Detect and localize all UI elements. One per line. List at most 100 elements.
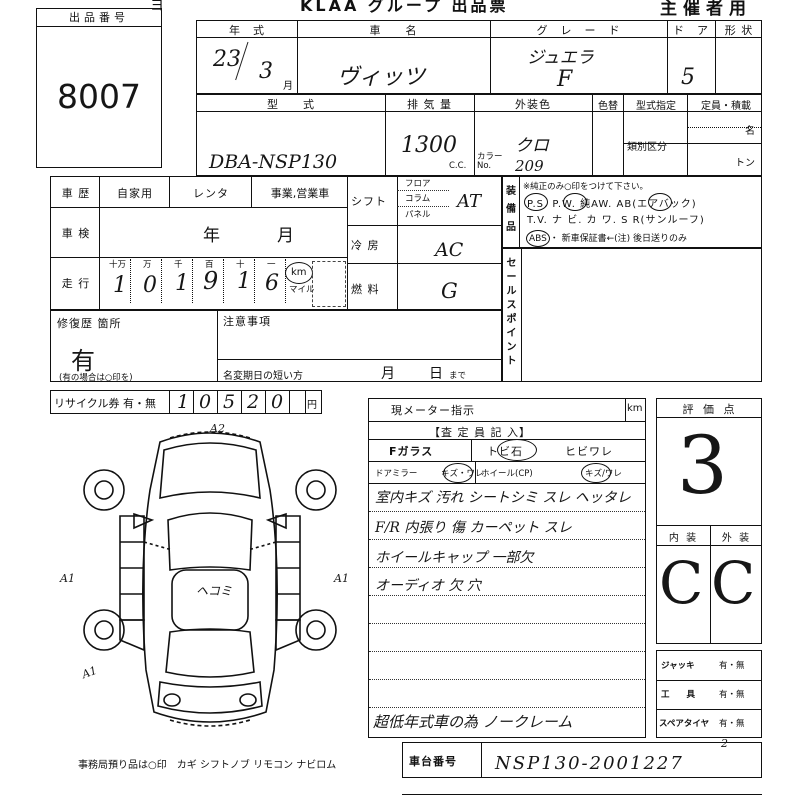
- category-label: 類別区分: [627, 142, 667, 153]
- expiry-label: 名変期日の短い方: [223, 371, 303, 382]
- lot-number-box: 出品番号 8007: [36, 8, 162, 168]
- history-section: 車 歴 自家用 レンタ 事業,営業車 車 検 年 月 走 行 十万 万 千 百 …: [50, 176, 502, 310]
- color-change-label: 色替: [598, 101, 618, 112]
- expiry-until: まで: [449, 371, 467, 381]
- history-label: 車 歴: [61, 187, 91, 200]
- repair-history-value: 有: [71, 347, 95, 375]
- mileage-digit-0: 1: [113, 273, 127, 298]
- doors-value: 5: [681, 65, 695, 90]
- recycle-digit-4: 0: [271, 391, 284, 413]
- month-unit: 月: [283, 81, 293, 92]
- grade-label: グ レ ー ド: [536, 24, 621, 37]
- equipment-line2[interactable]: T.V. ナ ビ. カ ワ. S R(サンルーフ): [527, 215, 705, 226]
- model-designation-label: 型式指定: [636, 101, 676, 112]
- repair-notice-section: 修復歴 箇所 有 (有の場合は○印を) 注意事項 名変期日の短い方 月 日 まで: [50, 310, 502, 383]
- shift-panel[interactable]: パネル: [405, 210, 431, 220]
- chassis-superscript: 2: [721, 737, 728, 750]
- f-glass-label: Fガラス: [389, 445, 434, 458]
- notice-label: 注意事項: [223, 315, 271, 328]
- sales-point-label: セールスポイント: [506, 258, 517, 367]
- equipment-note: ※純正のみ○印をつけて下さい。: [523, 182, 649, 192]
- damage-mark-roof: ヘコミ: [196, 584, 233, 598]
- vehicle-row2: 型 式 排 気 量 外装色 色替 型式指定 定員・積載 類別区分 名 トン DB…: [196, 94, 762, 176]
- shift-value: AT: [457, 191, 482, 212]
- mileage-digit-3: 9: [203, 267, 219, 295]
- recycle-digit-1: 0: [199, 391, 212, 413]
- digit-label-100k: 十万: [109, 260, 127, 270]
- organizer-label: 主催者用: [660, 0, 752, 19]
- tool-spare-label: スペアタイヤ: [659, 719, 710, 729]
- digit-label-100: 百: [205, 260, 214, 270]
- car-diagram-svg: [83, 431, 337, 727]
- sales-point-area: [522, 248, 762, 382]
- car-name-value: ヴィッツ: [337, 65, 426, 90]
- tool-tools-value[interactable]: 有・無: [719, 690, 745, 700]
- fuel-value: G: [441, 279, 458, 303]
- interior-label: 内 装: [668, 533, 699, 544]
- tool-jack-label: ジャッキ: [661, 661, 695, 671]
- history-option-private[interactable]: 自家用: [117, 187, 153, 200]
- inspector-note-2: F/R 内張り 傷 カーペット スレ: [375, 520, 572, 536]
- expiry-month-unit: 月: [381, 366, 395, 382]
- history-option-rental[interactable]: レンタ: [193, 187, 229, 200]
- equipment-line3[interactable]: ABS ・ 新車保証書←(注) 後日送りのみ: [529, 234, 688, 244]
- mileage-digit-2: 1: [175, 271, 189, 296]
- recycle-section: リサイクル券 有・無 1 0 5 2 0 円: [50, 390, 322, 414]
- digit-label-10k: 万: [143, 260, 152, 270]
- capacity-label: 定員・積載: [701, 101, 751, 112]
- grade-value-2: F: [557, 67, 573, 92]
- exterior-grade-value: C: [711, 549, 756, 617]
- history-option-business[interactable]: 事業,営業車: [270, 187, 330, 200]
- wheel-label: ホイール(CP): [481, 469, 533, 479]
- top-left-char: ヨ: [150, 0, 165, 14]
- recycle-unit: 円: [307, 400, 317, 411]
- chassis-section: 車台番号 NSP130-2001227 2: [402, 737, 762, 778]
- office-note: 事務局預り品は○印 カギ シフトノブ リモコン ナビロム: [78, 760, 337, 771]
- vehicle-row1: 年 式 車 名 グ レ ー ド ド ア 形 状 23 3 月 ヴィッツ ジュエラ…: [196, 20, 762, 94]
- car-diagram[interactable]: A2 A1 A1 A1 ヘコミ: [60, 420, 360, 740]
- score-section: 評 価 点 3 内 装 外 装 C C: [656, 398, 762, 644]
- shift-column[interactable]: コラム: [405, 194, 431, 204]
- door-mirror-label: ドアミラー: [375, 469, 418, 479]
- chassis-label: 車台番号: [409, 755, 457, 768]
- hibi-ware-label[interactable]: ヒビワレ: [565, 445, 613, 458]
- shape-label: 形 状: [724, 24, 754, 37]
- door-label: ド ア: [673, 24, 709, 37]
- sales-point-box: セールスポイント: [502, 248, 522, 382]
- lot-number-value: 8007: [57, 77, 141, 116]
- bottom-edge-line: [402, 794, 762, 804]
- digit-label-1k: 千: [174, 260, 183, 270]
- fuel-label: 燃 料: [351, 283, 380, 296]
- inspection-month-unit: 月: [277, 226, 294, 246]
- model-label: 型 式: [267, 98, 315, 111]
- interior-grade-value: C: [659, 549, 704, 617]
- recycle-digit-0: 1: [177, 391, 190, 413]
- inspector-section: 現メーター指示 km 【査 定 員 記 入】 Fガラス トビ石 ヒビワレ ドアミ…: [368, 398, 646, 738]
- tool-spare-value[interactable]: 有・無: [719, 719, 745, 729]
- inspection-year-unit: 年: [203, 226, 220, 246]
- digit-label-10: 十: [236, 260, 245, 270]
- shift-floor[interactable]: フロア: [405, 179, 431, 189]
- tool-tools-label: 工 具: [661, 690, 696, 700]
- year-label: 年 式: [229, 24, 265, 37]
- repair-note: (有の場合は○印を): [59, 373, 133, 383]
- expiry-day-unit: 日: [429, 366, 443, 382]
- equipment-line1[interactable]: P.S. P.W. 純AW. AB(エアバック): [527, 199, 697, 210]
- recycle-label: リサイクル券 有・無: [54, 397, 156, 410]
- lot-number-label: 出品番号: [37, 9, 161, 27]
- ext-color-label: 外装色: [515, 98, 551, 111]
- inspector-note-1: 室内キズ 汚れ シートシミ スレ ヘッタレ: [375, 490, 631, 506]
- damage-mark-right: A1: [334, 572, 349, 585]
- shift-label: シフト: [351, 195, 387, 208]
- mileage-digit-4: 1: [237, 269, 251, 294]
- mileage-mile-unit[interactable]: マイル: [289, 285, 315, 295]
- inspector-note-4: オーディオ 欠 穴: [375, 578, 481, 594]
- mileage-digits: 十万 万 千 百 十 一 1 0 1 9 1 6 km マイル: [99, 257, 347, 311]
- year-value: 23: [213, 47, 241, 72]
- tool-jack-value[interactable]: 有・無: [719, 661, 745, 671]
- capacity-unit: 名: [745, 126, 755, 137]
- meter-km-unit: km: [627, 403, 643, 414]
- inspection-label: 車 検: [61, 227, 91, 240]
- damage-mark-front: A2: [210, 422, 225, 435]
- tools-section: ジャッキ 有・無 工 具 有・無 スペアタイヤ 有・無: [656, 650, 762, 738]
